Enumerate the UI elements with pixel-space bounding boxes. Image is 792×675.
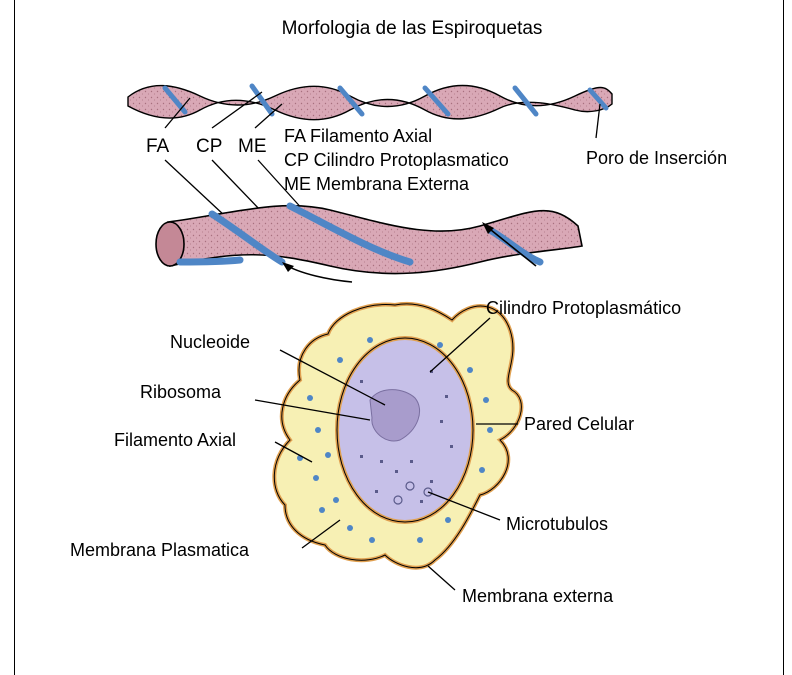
legend-cp: CP Cilindro Protoplasmatico bbox=[284, 150, 509, 170]
label-pared: Pared Celular bbox=[524, 414, 634, 434]
thin-body bbox=[128, 86, 612, 120]
label-filamento: Filamento Axial bbox=[114, 430, 236, 450]
label-plasmatica: Membrana Plasmatica bbox=[70, 540, 250, 560]
label-nucleoide: Nucleoide bbox=[170, 332, 250, 352]
label-me: ME bbox=[238, 136, 267, 157]
label-ribosoma: Ribosoma bbox=[140, 382, 222, 402]
diagram-title: Morfologia de las Espiroquetas bbox=[282, 18, 543, 39]
label-microtubulos: Microtubulos bbox=[506, 514, 608, 534]
cross-section bbox=[274, 304, 521, 568]
label-externa: Membrana externa bbox=[462, 586, 614, 606]
arrow-head-bottom bbox=[282, 262, 294, 272]
legend-fa: FA Filamento Axial bbox=[284, 126, 432, 146]
label-fa: FA bbox=[146, 136, 170, 157]
thick-spirochete bbox=[156, 206, 582, 282]
label-cp: CP bbox=[196, 136, 222, 157]
label-cilindro: Cilindro Protoplasmático bbox=[486, 298, 681, 318]
thin-spirochete bbox=[128, 86, 612, 120]
label-poro: Poro de Inserción bbox=[586, 148, 727, 168]
legend-me: ME Membrana Externa bbox=[284, 174, 470, 194]
